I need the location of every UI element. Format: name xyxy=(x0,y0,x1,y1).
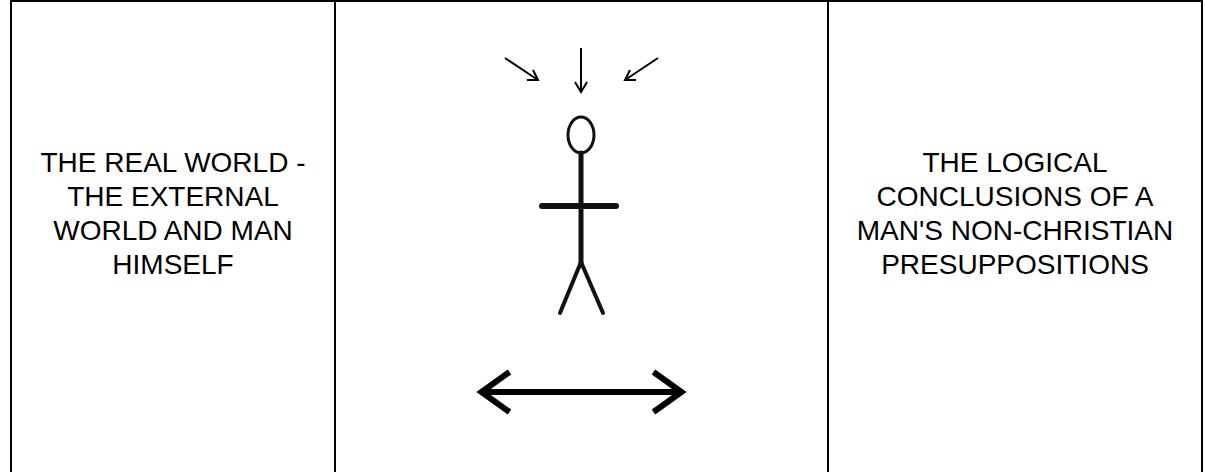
panel-text: THE LOGICAL CONCLUSIONS OF A MAN'S NON-C… xyxy=(843,146,1188,282)
arrow-head xyxy=(654,372,682,412)
panel-text: THE REAL WORLD - THE EXTERNAL WORLD AND … xyxy=(28,146,318,282)
arrow-shaft xyxy=(482,389,682,395)
pointing-arrows xyxy=(505,48,658,92)
arrow-head xyxy=(482,372,510,412)
text-panel: THE REAL WORLD - THE EXTERNAL WORLD AND … xyxy=(10,0,336,472)
cell-border xyxy=(335,0,828,2)
double-arrow xyxy=(482,372,682,412)
text-panel: THE LOGICAL CONCLUSIONS OF A MAN'S NON-C… xyxy=(827,0,1203,472)
stick-figure xyxy=(542,117,616,313)
